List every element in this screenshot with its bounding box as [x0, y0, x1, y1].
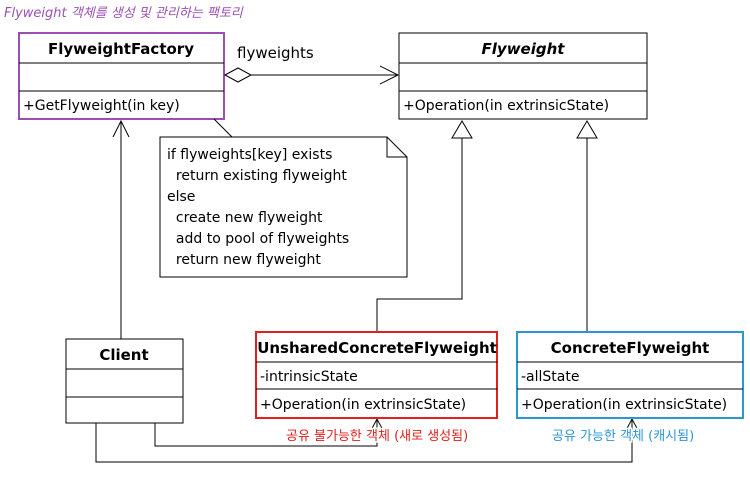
note-fold-icon	[386, 137, 407, 158]
concrete-box	[516, 331, 744, 419]
generalization-concrete	[576, 120, 598, 331]
note-box	[159, 136, 408, 278]
flyweight-box	[398, 32, 648, 120]
aggregation-label: flyweights	[237, 44, 314, 62]
class-concrete-flyweight[interactable]: ConcreteFlyweight -allState +Operation(i…	[516, 331, 744, 419]
note-line: if flyweights[key] exists	[167, 147, 332, 163]
note-line: return existing flyweight	[167, 168, 347, 184]
client-to-factory-association	[112, 119, 130, 339]
note-line: return new flyweight	[167, 252, 321, 268]
class-unshared-concrete-flyweight[interactable]: UnsharedConcreteFlyweight -intrinsicStat…	[255, 331, 498, 419]
factory-operation: +GetFlyweight(in key)	[23, 98, 180, 114]
concrete-attribute: -allState	[521, 369, 579, 385]
unshared-caption: 공유 불가능한 객체 (새로 생성됨)	[286, 429, 468, 444]
class-client[interactable]: Client	[65, 338, 184, 424]
note-line: create new flyweight	[167, 210, 323, 226]
client-class-name: Client	[99, 346, 148, 364]
note-line: else	[167, 189, 195, 205]
client-concrete-line	[95, 419, 633, 463]
unshared-inherit-line	[376, 138, 463, 331]
aggregation-arrowhead-icon	[379, 65, 400, 85]
concrete-operation: +Operation(in extrinsicState)	[521, 397, 727, 413]
aggregation-diamond-icon	[223, 67, 253, 83]
concrete-class-name: ConcreteFlyweight	[551, 339, 710, 357]
factory-box	[18, 32, 225, 120]
flyweight-class-name: Flyweight	[482, 40, 566, 58]
unshared-class-name: UnsharedConcreteFlyweight	[257, 339, 497, 357]
note-line: add to pool of flyweights	[167, 231, 349, 247]
unshared-operation: +Operation(in extrinsicState)	[260, 397, 466, 413]
unshared-inherit-triangle-icon	[451, 120, 473, 139]
flyweight-operation: +Operation(in extrinsicState)	[403, 98, 609, 114]
class-flyweight[interactable]: Flyweight +Operation(in extrinsicState)	[398, 32, 648, 120]
concrete-inherit-triangle-icon	[576, 120, 598, 139]
factory-caption: Flyweight 객체를 생성 및 관리하는 팩토리	[4, 6, 244, 21]
client-box	[65, 338, 184, 424]
concrete-caption: 공유 가능한 객체 (캐시됨)	[552, 429, 694, 444]
client-factory-arrowhead-icon	[112, 119, 130, 138]
aggregation-flyweights: flyweights	[223, 44, 400, 85]
pseudocode-note: if flyweights[key] exists return existin…	[159, 118, 408, 278]
unshared-box	[255, 331, 498, 419]
class-flyweight-factory[interactable]: FlyweightFactory +GetFlyweight(in key)	[18, 32, 225, 120]
generalization-unshared	[376, 120, 473, 331]
unshared-attribute: -intrinsicState	[260, 369, 358, 385]
note-anchor-line	[213, 118, 233, 138]
factory-class-name: FlyweightFactory	[48, 40, 194, 58]
client-unshared-line	[154, 419, 378, 447]
